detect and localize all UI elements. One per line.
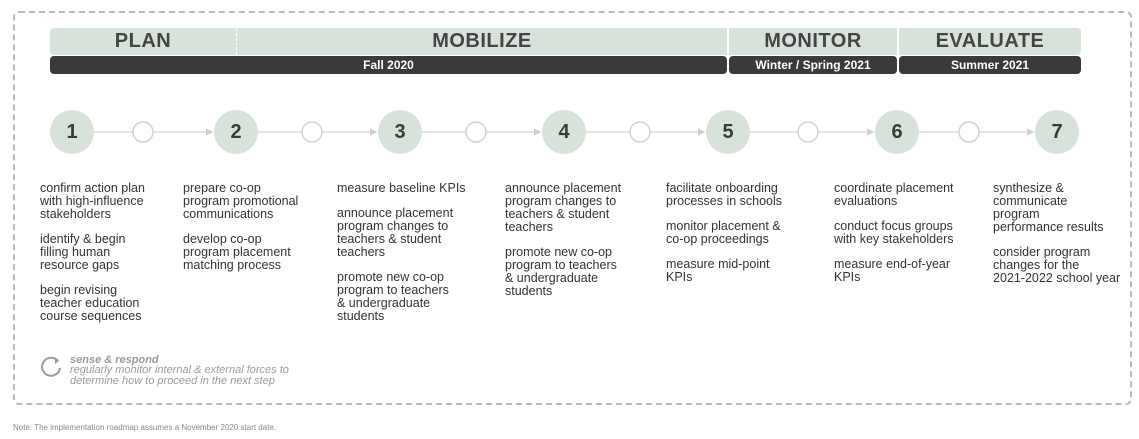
cycle-icon bbox=[465, 121, 487, 143]
column-5: facilitate onboarding processes in schoo… bbox=[666, 182, 826, 296]
action-item: announce placement program changes to te… bbox=[337, 206, 454, 259]
action-item: monitor placement & co-op proceedings bbox=[666, 219, 781, 246]
action-item: announce placement program changes to te… bbox=[505, 181, 622, 234]
action-item: promote new co-op program to teachers & … bbox=[505, 245, 617, 298]
action-item: consider program changes for the 2021-20… bbox=[993, 245, 1121, 285]
date-summer: Summer 2021 bbox=[899, 56, 1081, 74]
action-item: measure mid-point KPIs bbox=[666, 257, 770, 284]
step-number: 4 bbox=[558, 120, 570, 143]
column-2: prepare co-op program promotional commun… bbox=[183, 182, 333, 284]
date-winter-spring: Winter / Spring 2021 bbox=[729, 56, 897, 74]
date-fall: Fall 2020 bbox=[50, 56, 727, 74]
column-4: announce placement program changes to te… bbox=[505, 182, 660, 310]
cycle-icon bbox=[958, 121, 980, 143]
action-item: facilitate onboarding processes in schoo… bbox=[666, 181, 783, 208]
step-number: 5 bbox=[722, 120, 734, 143]
column-3: measure baseline KPIs announce placement… bbox=[337, 182, 497, 335]
step-6: 6 bbox=[875, 110, 919, 154]
cycle-icon bbox=[797, 121, 819, 143]
cycle-icon bbox=[629, 121, 651, 143]
cycle-icon bbox=[132, 121, 154, 143]
phase-monitor-label: MONITOR bbox=[764, 30, 862, 52]
cycle-icon bbox=[41, 356, 61, 377]
date-winter-spring-label: Winter / Spring 2021 bbox=[755, 58, 871, 72]
step-3: 3 bbox=[378, 110, 422, 154]
action-item: begin revising teacher education course … bbox=[40, 283, 142, 323]
roadmap-frame bbox=[13, 11, 1132, 405]
phase-plan: PLAN bbox=[50, 28, 237, 55]
action-item: develop co-op program placement matching… bbox=[183, 232, 291, 272]
action-item: conduct focus groups with key stakeholde… bbox=[834, 219, 954, 246]
step-number: 1 bbox=[66, 120, 78, 143]
step-7: 7 bbox=[1035, 110, 1079, 154]
action-item: coordinate placement evaluations bbox=[834, 181, 954, 208]
step-5: 5 bbox=[706, 110, 750, 154]
action-item: confirm action plan with high-influence … bbox=[40, 181, 145, 221]
date-fall-label: Fall 2020 bbox=[363, 58, 414, 72]
footnote: Note: The implementation roadmap assumes… bbox=[13, 423, 277, 432]
step-2: 2 bbox=[214, 110, 258, 154]
step-4: 4 bbox=[542, 110, 586, 154]
legend-title: sense & respond bbox=[70, 354, 159, 366]
phase-mobilize-label: MOBILIZE bbox=[432, 30, 532, 52]
step-connectors bbox=[94, 121, 1035, 143]
step-number: 6 bbox=[891, 120, 903, 143]
column-7: synthesize & communicate program perform… bbox=[993, 182, 1128, 297]
step-number: 2 bbox=[230, 120, 242, 143]
action-item: measure end-of-year KPIs bbox=[834, 257, 951, 284]
phase-evaluate-label: EVALUATE bbox=[935, 30, 1045, 52]
phase-evaluate: EVALUATE bbox=[899, 28, 1081, 55]
column-6: coordinate placement evaluations conduct… bbox=[834, 182, 989, 296]
action-item: measure baseline KPIs bbox=[337, 181, 466, 195]
action-item: promote new co-op program to teachers & … bbox=[337, 270, 449, 323]
step-1: 1 bbox=[50, 110, 94, 154]
cycle-icon bbox=[301, 121, 323, 143]
date-summer-label: Summer 2021 bbox=[950, 58, 1030, 72]
action-item: prepare co-op program promotional commun… bbox=[183, 181, 299, 221]
step-number: 3 bbox=[394, 120, 406, 143]
phase-plan-label: PLAN bbox=[114, 30, 172, 52]
cycle-icons bbox=[132, 121, 980, 143]
legend-description: regularly monitor internal & external fo… bbox=[70, 364, 289, 387]
action-item: identify & begin filling human resource … bbox=[40, 232, 126, 272]
action-item: synthesize & communicate program perform… bbox=[993, 181, 1104, 234]
phase-monitor: MONITOR bbox=[729, 28, 897, 55]
step-number: 7 bbox=[1051, 120, 1063, 143]
column-1: confirm action plan with high-influence … bbox=[40, 182, 190, 335]
phase-mobilize: MOBILIZE bbox=[237, 28, 727, 55]
